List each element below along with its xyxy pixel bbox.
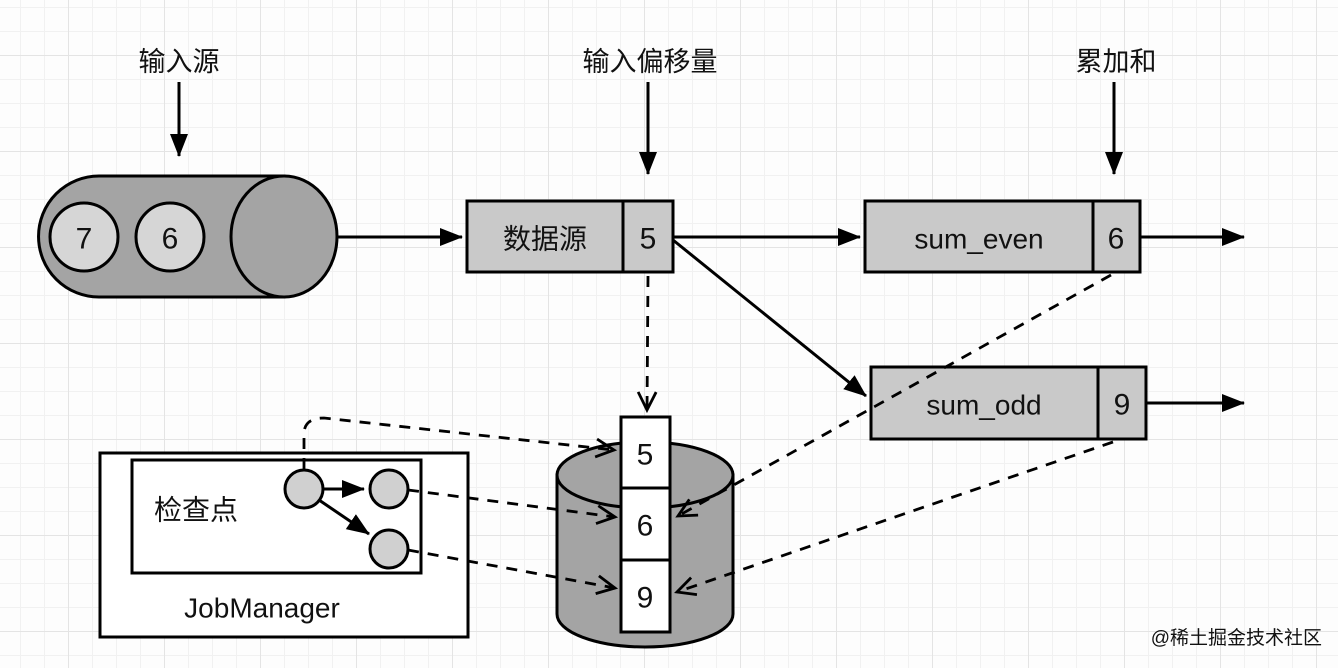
- sum-odd-box: [869, 365, 1148, 441]
- state-cell-odd: [619, 558, 672, 634]
- checkpoint-task-circle-bottom: [368, 528, 410, 570]
- datasource-box: [465, 199, 675, 274]
- source-queue: 7 6: [37, 174, 339, 299]
- state-cell-offset-value: 5: [637, 439, 654, 472]
- state-cell-even-value: 6: [637, 510, 654, 543]
- state-cell-even: [619, 486, 672, 562]
- datasource-label: 数据源: [503, 224, 587, 255]
- datasource-offset-to-state-arrow: [636, 275, 658, 414]
- queue-record-7-circle: [48, 201, 120, 273]
- input-source-label: 输入源: [139, 47, 220, 77]
- state-cell-offset: [619, 415, 672, 490]
- sum-even-label: sum_even: [914, 224, 1043, 255]
- checkpoint-task-circle-top: [368, 468, 410, 510]
- task-bottom-to-state-odd-arrow: [407, 548, 619, 595]
- sum-even-value: 6: [1108, 223, 1125, 256]
- task-top-to-state-even-arrow: [407, 488, 619, 525]
- sum-odd-label: sum_odd: [926, 390, 1041, 421]
- sum-odd-node: sum_odd 9: [869, 365, 1148, 441]
- sum-odd-to-state-arrow: [674, 440, 1114, 597]
- accumulated-sum-label: 累加和: [1076, 47, 1157, 77]
- state-cell-odd-value: 9: [637, 582, 654, 615]
- queue-record-6-value: 6: [162, 223, 179, 256]
- checkpoint-coordinator-circle: [283, 468, 325, 510]
- queue-record-7-value: 7: [76, 223, 93, 256]
- sum-even-to-state-arrow: [675, 273, 1112, 518]
- input-offset-label: 输入偏移量: [583, 47, 718, 77]
- watermark-text: @稀土掘金技术社区: [1151, 627, 1322, 649]
- datasource-offset-value: 5: [640, 223, 657, 256]
- state-store: 5 6 9: [555, 415, 735, 649]
- checkpoint-label: 检查点: [154, 495, 238, 526]
- annotation-input-source: 输入源: [139, 47, 220, 157]
- datasource-to-sum-odd-arrow: [672, 238, 867, 398]
- sum-odd-value: 9: [1114, 389, 1131, 422]
- annotation-input-offset: 输入偏移量: [583, 47, 718, 175]
- coordinator-to-state-offset-arrow: [302, 416, 618, 469]
- jobmanager-node: 检查点 JobManager: [98, 451, 470, 639]
- sum-even-node: sum_even 6: [863, 199, 1142, 274]
- datasource-node: 数据源 5: [465, 199, 675, 274]
- jobmanager-label: JobManager: [184, 593, 340, 624]
- queue-record-6-circle: [134, 201, 206, 273]
- coordinator-to-bottom-task-arrow: [318, 498, 370, 536]
- source-queue-endcap: [229, 174, 339, 299]
- annotation-accumulated-sum: 累加和: [1076, 47, 1157, 175]
